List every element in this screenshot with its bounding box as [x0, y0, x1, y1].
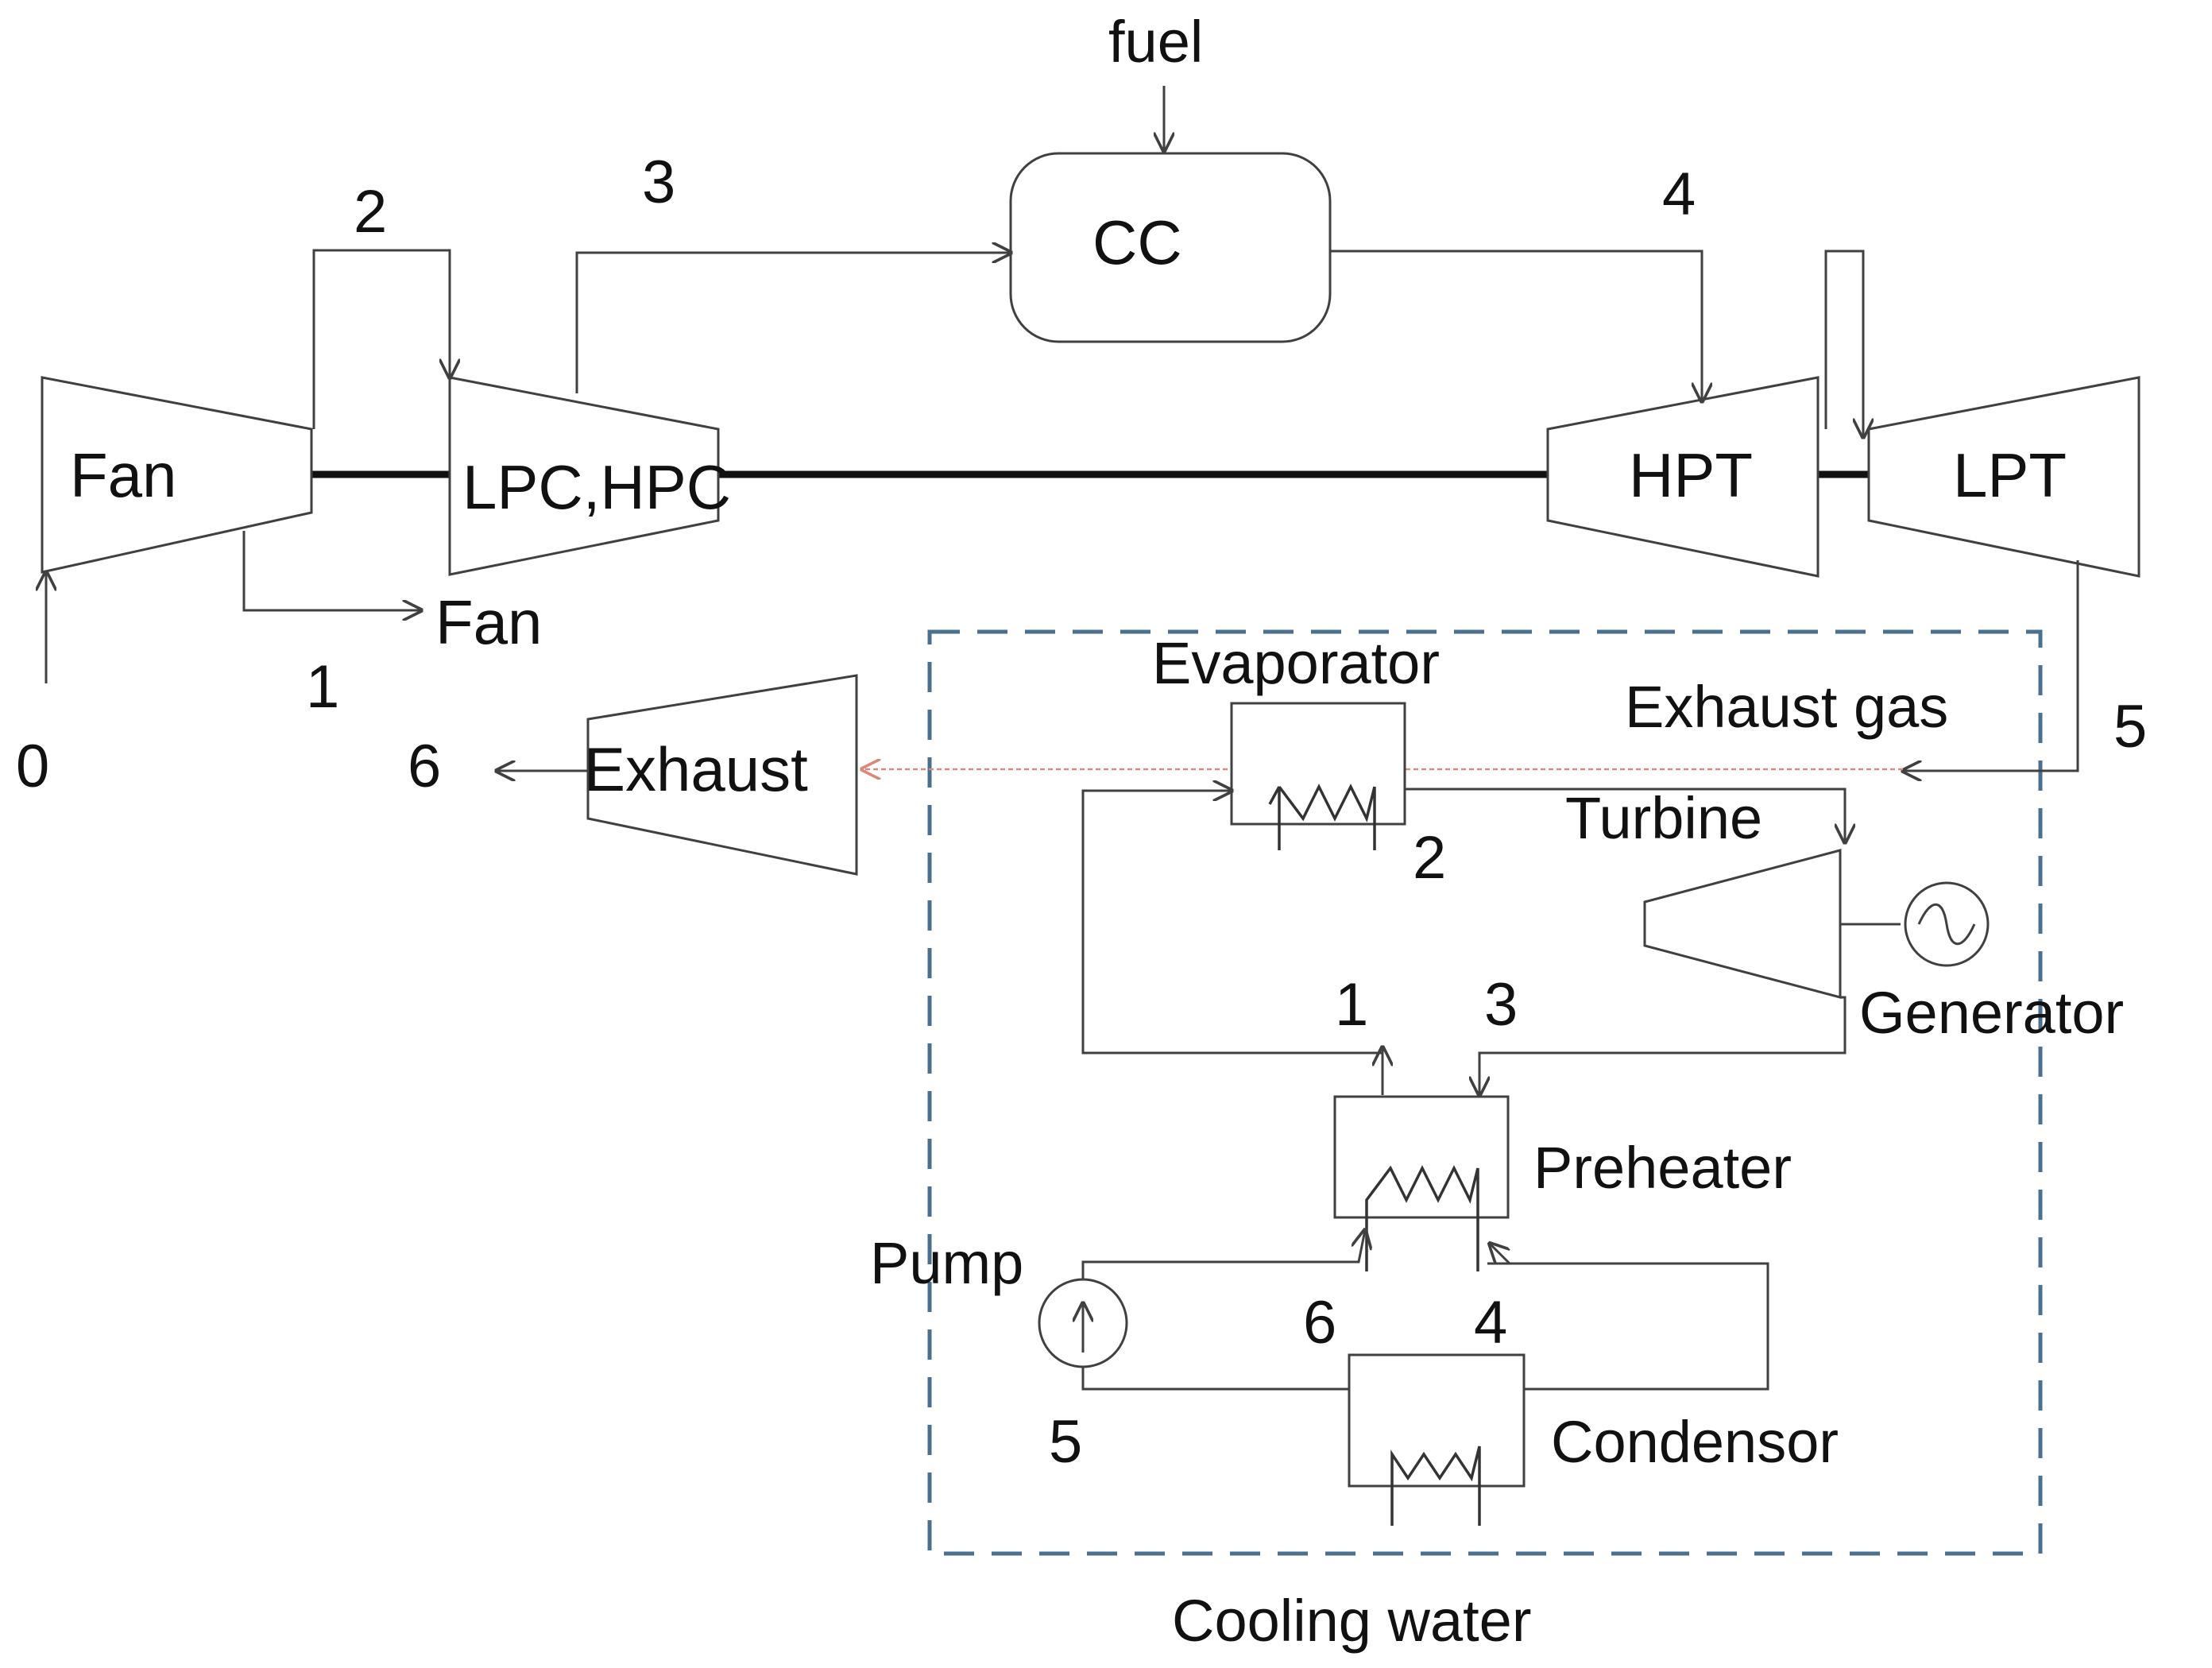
turbine-label: Turbine: [1565, 785, 1762, 851]
state-3-label: 3: [642, 149, 675, 216]
lpt-label: LPT: [1953, 440, 2067, 510]
orc-state-3-label: 3: [1484, 971, 1518, 1039]
hpt-label: HPT: [1629, 440, 1753, 510]
condensor-coil: [1390, 1445, 1481, 1526]
combustion-chamber-label: CC: [1092, 207, 1182, 277]
fuel-label: fuel: [1108, 9, 1203, 75]
preheater-to-condensor-line: [1487, 1262, 1769, 1391]
state-0-label: 0: [16, 733, 49, 800]
state-1-label: 1: [306, 653, 339, 721]
compressor-to-cc-line: [575, 253, 1011, 393]
exhaust-shape: [586, 674, 858, 876]
fan-outlet-label: Fan: [435, 587, 542, 657]
preheater-shape: [1333, 1095, 1510, 1219]
state-4-label: 4: [1662, 161, 1696, 228]
condensor-return-arrow: [1490, 1244, 1511, 1265]
evaporator-shape: [1230, 702, 1406, 826]
fan-label: Fan: [70, 440, 176, 510]
fan-shape: [41, 376, 313, 574]
orc-state-5-label: 5: [1049, 1408, 1082, 1476]
orc-state-4-label: 4: [1474, 1289, 1507, 1356]
compressor-label: LPC,HPC: [462, 452, 731, 522]
orc-state-6-label: 6: [1303, 1289, 1336, 1356]
evaporator-coil-tail: [1268, 786, 1281, 805]
compressor-shape: [448, 376, 720, 576]
condensor-shape: [1348, 1353, 1526, 1488]
generator-label: Generator: [1859, 980, 2124, 1046]
preheater-coil: [1365, 1165, 1479, 1271]
orc-turbine-shape: [1643, 849, 1842, 999]
hpt-shape: [1546, 376, 1819, 578]
condensor-to-pump-line: [1081, 1360, 1349, 1391]
orc-state-2-label: 2: [1413, 824, 1446, 892]
lpt-exhaust-line: [1903, 560, 2079, 771]
evaporator-coil: [1278, 784, 1376, 850]
preheater-label: Preheater: [1533, 1135, 1792, 1201]
hpt-to-lpt-duct: [1824, 250, 1863, 437]
turbine-to-preheater-line: [1479, 996, 1847, 1095]
lpt-shape: [1867, 376, 2140, 578]
fan-to-compressor-line: [312, 249, 450, 429]
exhaust-gas-label: Exhaust gas: [1625, 674, 1948, 740]
state-6-label: 6: [408, 733, 441, 800]
state-5-label: 5: [2113, 693, 2147, 760]
evaporator-to-turbine-line: [1405, 788, 1845, 842]
cooling-water-label: Cooling water: [1172, 1588, 1531, 1654]
state-2-label: 2: [354, 178, 387, 246]
fan-bypass-line: [242, 531, 421, 610]
orc-state-1-label: 1: [1335, 971, 1368, 1039]
cc-to-hpt-line: [1330, 250, 1702, 401]
exhaust-label: Exhaust: [584, 734, 808, 804]
pump-label: Pump: [870, 1230, 1023, 1296]
condensor-label: Condensor: [1551, 1409, 1839, 1475]
generator-sine-icon: [1917, 903, 1976, 946]
pump-to-preheater-line: [1081, 1230, 1365, 1279]
orc-boundary: [927, 629, 2043, 1556]
evaporator-label: Evaporator: [1152, 630, 1440, 696]
